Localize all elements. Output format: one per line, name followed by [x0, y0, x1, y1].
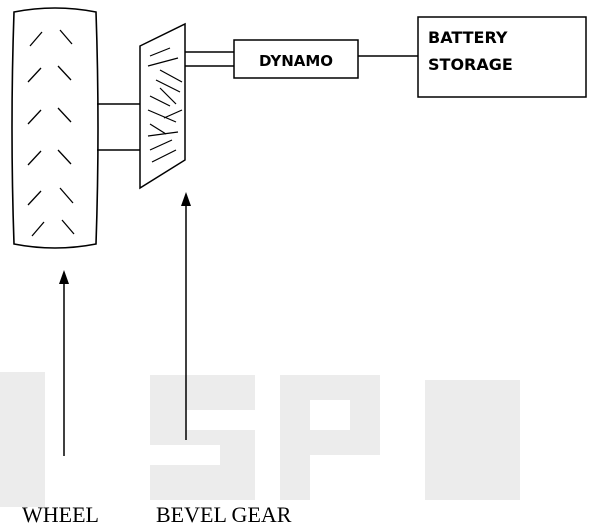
bevel-gear-arrow	[181, 192, 191, 440]
wheel	[11, 7, 99, 249]
wheel-label: WHEEL	[22, 502, 99, 527]
wheel-tread-pattern	[27, 29, 75, 237]
battery-label-line2: STORAGE	[428, 55, 513, 74]
axle-shaft	[97, 103, 140, 151]
gear-dynamo-shaft	[185, 51, 234, 67]
wheel-arrow	[59, 270, 69, 456]
battery-label-line1: BATTERY	[428, 28, 508, 47]
bevel-gear	[139, 22, 186, 190]
wheel-tyre	[11, 7, 99, 249]
battery-storage-block: BATTERY STORAGE	[417, 16, 587, 98]
bevel-gear-body	[139, 22, 186, 190]
bevel-gear-teeth	[147, 47, 183, 163]
dynamo-block: DYNAMO	[233, 39, 359, 79]
watermark	[0, 372, 520, 507]
dynamo-label: DYNAMO	[259, 52, 333, 70]
bevel-gear-label: BEVEL GEAR	[156, 502, 292, 527]
